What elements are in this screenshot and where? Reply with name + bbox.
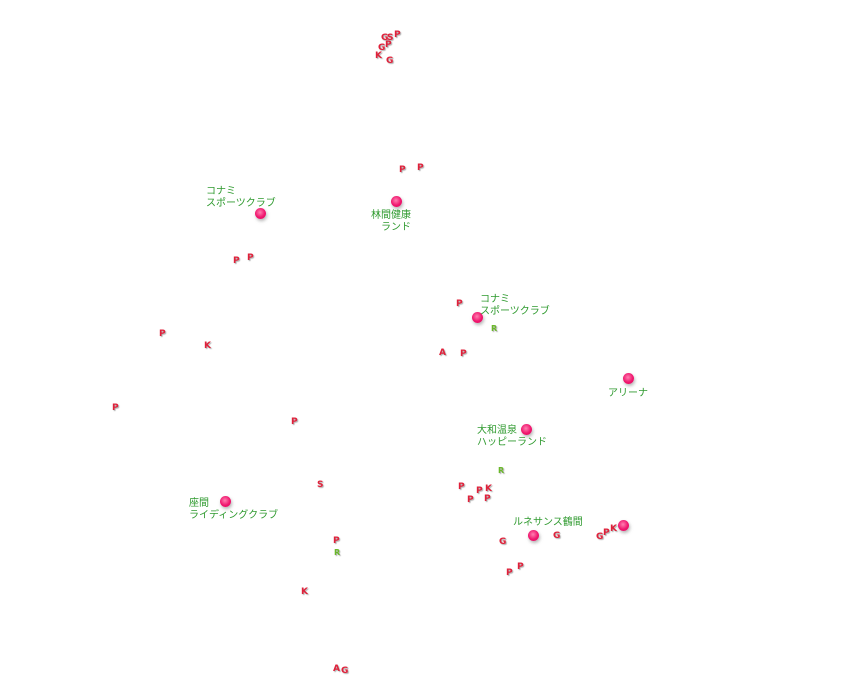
poi-marker-s[interactable]: S (387, 33, 394, 43)
poi-marker-p[interactable]: P (506, 568, 513, 578)
poi-marker-k[interactable]: K (375, 51, 382, 61)
facility-label-line: 林間健康 (371, 210, 411, 221)
poi-marker-g[interactable]: G (381, 33, 389, 43)
poi-marker-r[interactable]: R (491, 324, 498, 333)
facility-label-line: ハッピーランド (477, 437, 547, 448)
poi-marker-g[interactable]: G (499, 537, 507, 547)
poi-marker-k[interactable]: K (204, 341, 211, 351)
poi-marker-p[interactable]: P (247, 253, 254, 263)
facility-label: コナミスポーツクラブ (480, 294, 550, 318)
facility-label-line: アリーナ (608, 388, 648, 399)
facility-marker[interactable] (255, 208, 266, 219)
facility-label-line: 座間 (189, 498, 209, 509)
poi-marker-a[interactable]: A (439, 348, 446, 358)
facility-label: アリーナ (608, 388, 648, 400)
facility-label-line: スポーツクラブ (480, 306, 550, 317)
poi-marker-p[interactable]: P (484, 494, 491, 504)
poi-marker-g[interactable]: G (553, 531, 561, 541)
poi-marker-p[interactable]: P (159, 329, 166, 339)
poi-marker-p[interactable]: P (399, 165, 406, 175)
facility-label: 林間健康ランド (371, 210, 411, 234)
poi-marker-r[interactable]: R (498, 466, 505, 475)
facility-marker[interactable] (528, 530, 539, 541)
poi-marker-r[interactable]: R (334, 548, 341, 557)
facility-label-line: スポーツクラブ (206, 198, 276, 209)
poi-marker-p[interactable]: P (517, 562, 524, 572)
poi-marker-p[interactable]: P (456, 299, 463, 309)
facility-label: 大和温泉ハッピーランド (477, 425, 547, 449)
poi-marker-p[interactable]: P (394, 30, 401, 40)
facility-label: ルネサンス鶴間 (513, 517, 583, 529)
poi-marker-k[interactable]: K (485, 484, 492, 494)
poi-marker-a[interactable]: A (333, 664, 340, 674)
poi-marker-g[interactable]: G (596, 532, 604, 542)
facility-label-line: ランド (381, 222, 411, 233)
facility-label-line: ルネサンス鶴間 (513, 517, 583, 528)
poi-marker-k[interactable]: K (610, 524, 617, 534)
facility-marker[interactable] (472, 312, 483, 323)
poi-marker-p[interactable]: P (603, 528, 610, 538)
poi-marker-g[interactable]: G (386, 56, 394, 66)
poi-marker-g[interactable]: G (341, 666, 349, 676)
poi-marker-k[interactable]: K (301, 587, 308, 597)
poi-marker-p[interactable]: P (112, 403, 119, 413)
poi-marker-g[interactable]: G (378, 43, 386, 53)
facility-marker[interactable] (618, 520, 629, 531)
poi-marker-p[interactable]: P (417, 163, 424, 173)
facility-label-line: コナミ (206, 186, 236, 197)
facility-label: 座間ライディングクラブ (189, 498, 278, 522)
poi-marker-p[interactable]: P (233, 256, 240, 266)
poi-marker-p[interactable]: P (291, 417, 298, 427)
poi-marker-p[interactable]: P (333, 536, 340, 546)
facility-label: コナミスポーツクラブ (206, 186, 276, 210)
poi-marker-s[interactable]: S (317, 480, 324, 490)
poi-marker-p[interactable]: P (467, 495, 474, 505)
facility-label-line: 大和温泉 (477, 425, 517, 436)
facility-marker[interactable] (623, 373, 634, 384)
poi-marker-p[interactable]: P (385, 40, 392, 50)
facility-marker[interactable] (220, 496, 231, 507)
poi-marker-p[interactable]: P (476, 486, 483, 496)
facility-marker[interactable] (521, 424, 532, 435)
facility-label-line: コナミ (480, 294, 510, 305)
facility-label-line: ライディングクラブ (189, 510, 279, 521)
facility-marker[interactable] (391, 196, 402, 207)
poi-marker-p[interactable]: P (458, 482, 465, 492)
poi-marker-p[interactable]: P (460, 349, 467, 359)
